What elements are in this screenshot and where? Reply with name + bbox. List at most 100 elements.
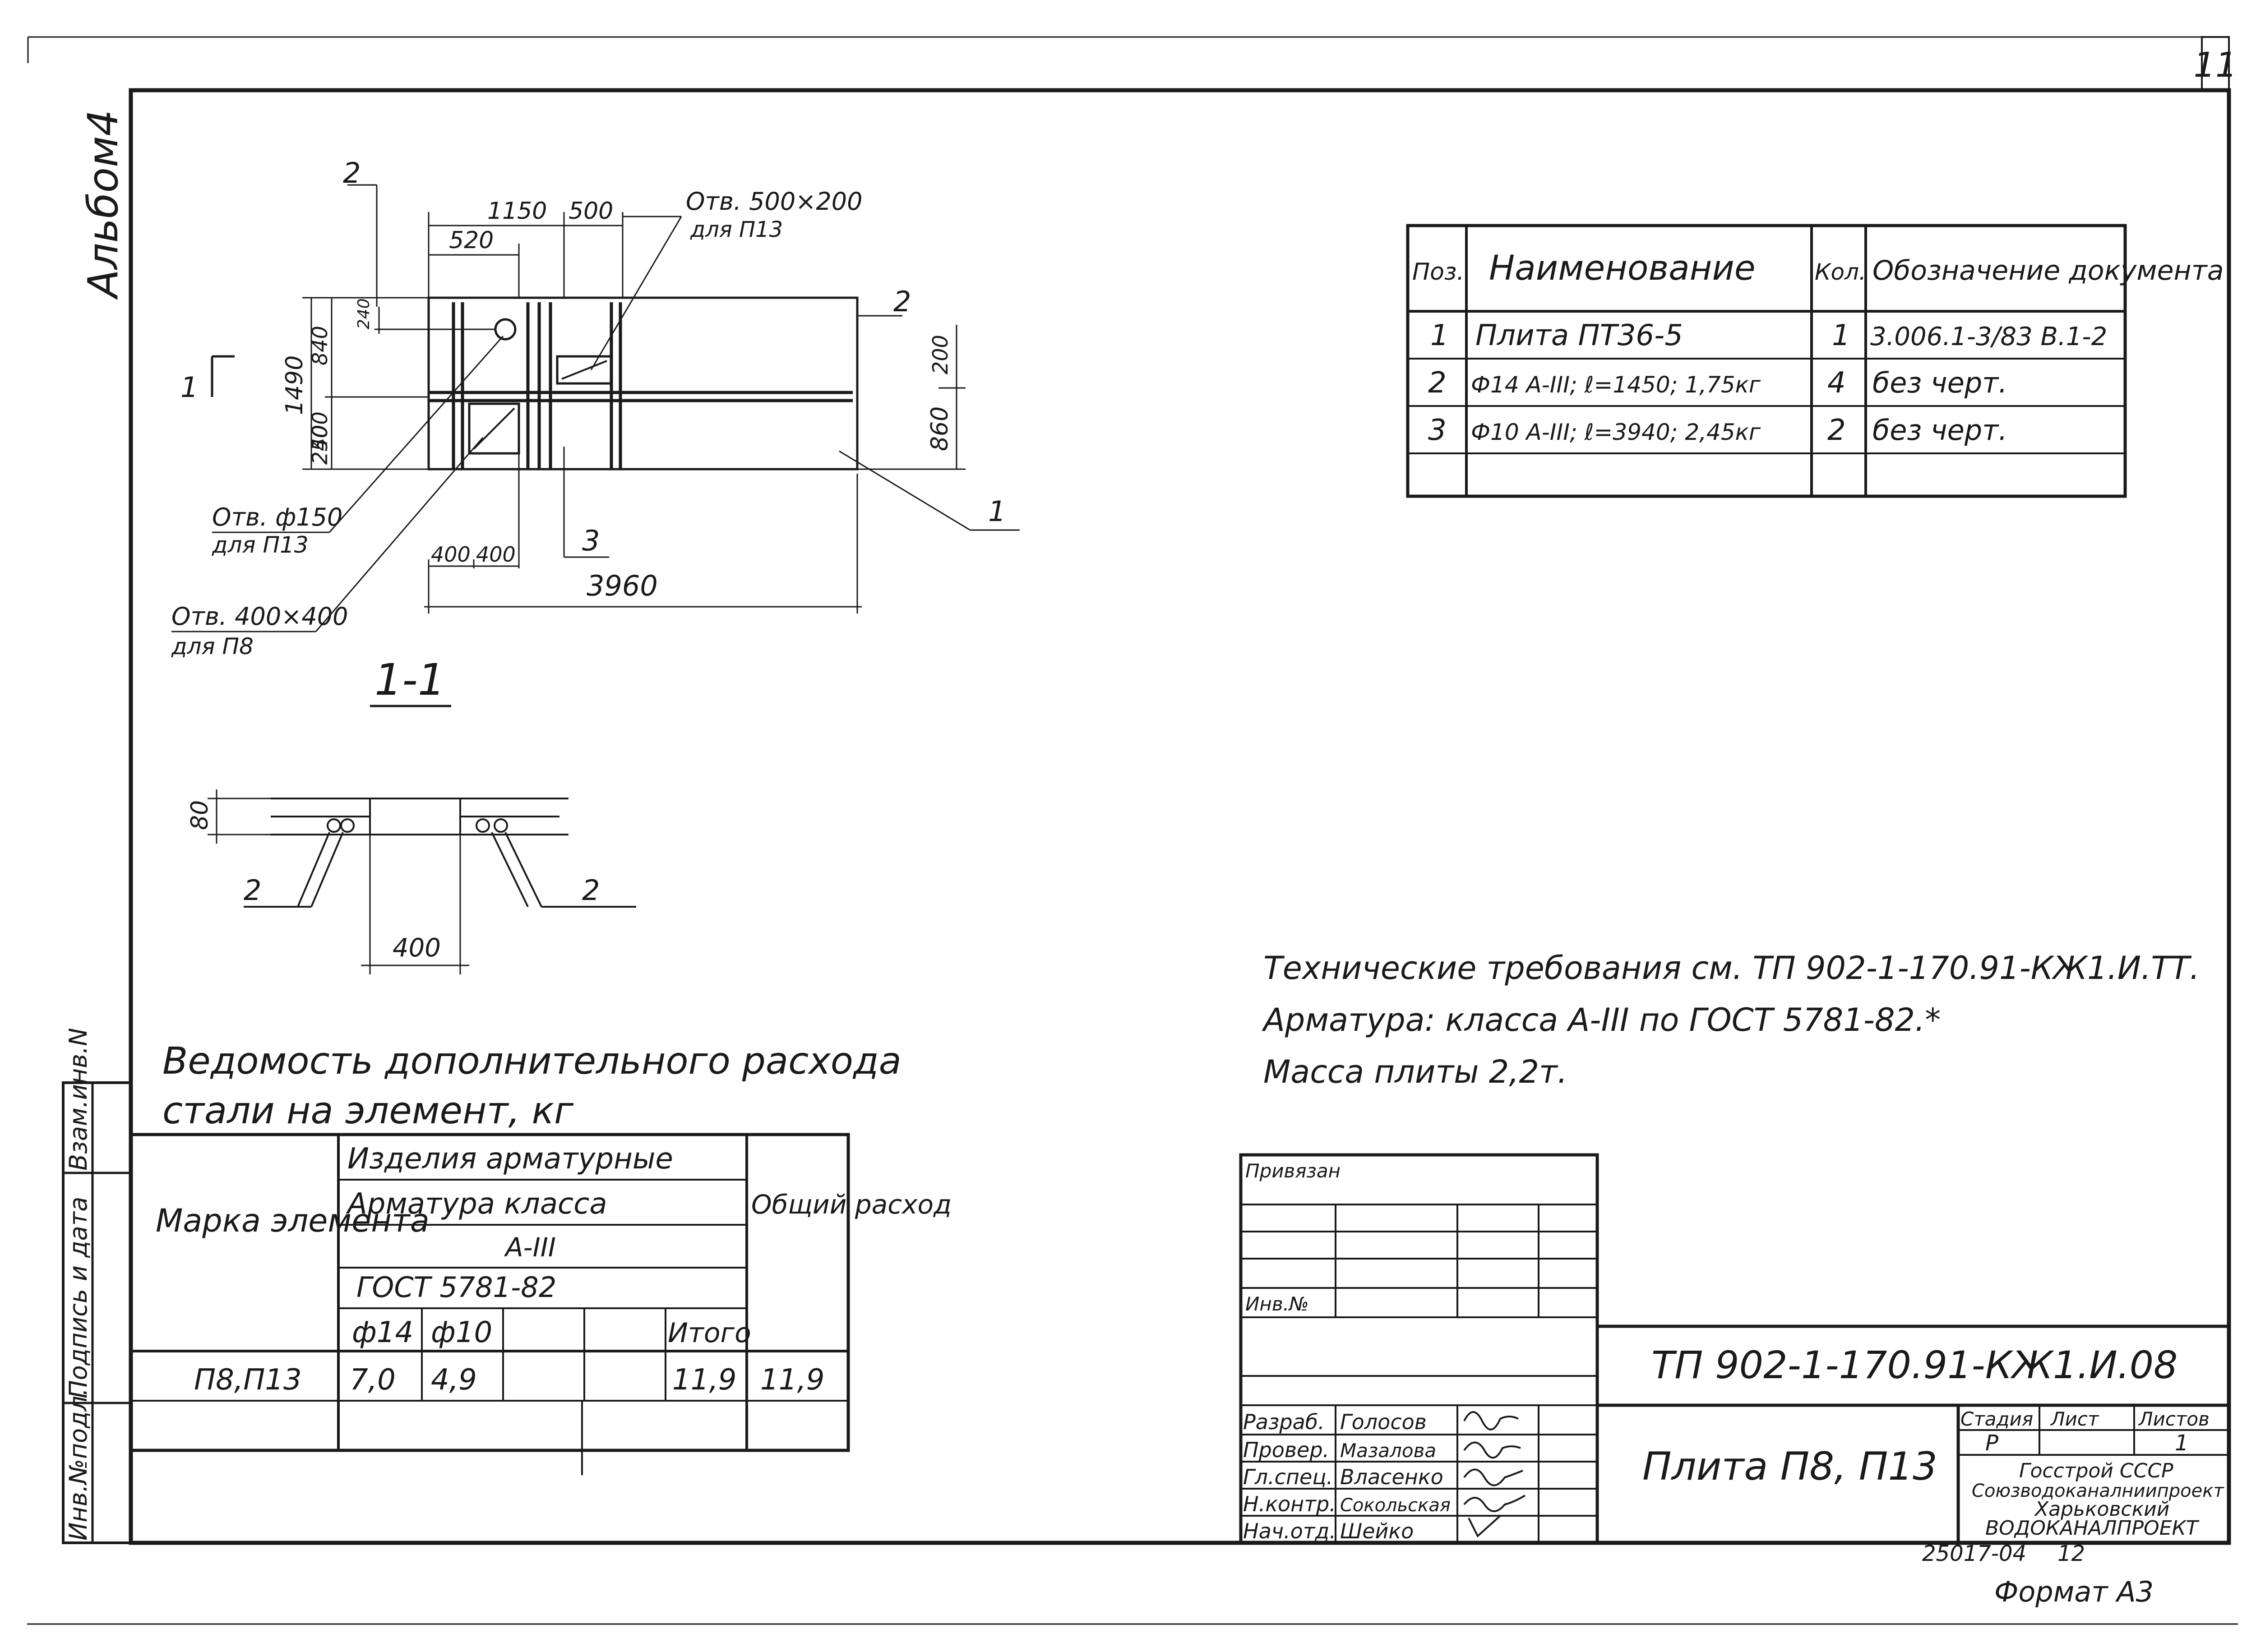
tb-format: Формат А3 [1994, 1575, 2154, 1608]
album-label: Альбом4 [79, 110, 127, 300]
sheet-frame [27, 36, 2238, 1625]
opening-d150 [494, 318, 517, 341]
side-stamp-inv: Инв.№подл. [64, 1388, 92, 1541]
spec-row2-name: Ф14 А-III; ℓ=1450; 1,75кг [1471, 372, 1761, 398]
spec-row2-doc: без черт. [1872, 366, 2007, 399]
dim-500: 500 [569, 198, 613, 225]
spec-row1-pos: 1 [1430, 319, 1449, 352]
spec-header-pos: Поз. [1412, 258, 1464, 286]
tb-sheet-header: Лист [2050, 1408, 2099, 1430]
tb-doc-code: ТП 902-1-170.91-КЖ1.И.08 [1651, 1343, 2177, 1387]
callout-opening-d150: Отв. ф150 [212, 503, 342, 531]
position-2-top: 2 [343, 157, 361, 189]
tb-role-4: Н.контр. [1243, 1492, 1336, 1516]
tb-name-4: Сокольская [1340, 1495, 1451, 1516]
tb-role-3: Гл.спец. [1243, 1465, 1333, 1489]
tb-sheets-header: Листов [2138, 1408, 2210, 1430]
tb-org-3: Харьковский [2034, 1498, 2169, 1521]
tb-name-3: Власенко [1340, 1465, 1443, 1489]
dim-400-section: 400 [393, 933, 441, 963]
tb-order-number: 25017-04 [1922, 1541, 2026, 1566]
dim-240: 240 [355, 298, 373, 329]
plan-drawing [427, 296, 859, 471]
callout-for-p13-top: для П13 [690, 217, 783, 242]
note-rebar-class: Арматура: класса А-III по ГОСТ 5781-82.* [1262, 1001, 1941, 1038]
spec-row3-qty: 2 [1827, 414, 1846, 447]
tb-signature-marks [1463, 1411, 1526, 1538]
position-2-right: 2 [893, 285, 911, 318]
sheet-number: 11 [2194, 45, 2238, 85]
dim-1150: 1150 [487, 198, 547, 225]
section-title: 1-1 [374, 655, 445, 705]
steel-sub-d14: ф14 [352, 1316, 413, 1349]
section-position-2-left: 2 [244, 874, 261, 907]
dim-520: 520 [449, 227, 494, 254]
steel-row-subtotal: 11,9 [672, 1363, 737, 1397]
steel-rebar-header: Арматура класса [346, 1187, 607, 1221]
dim-400: 400 [308, 411, 332, 451]
spec-row1-name: Плита ПТ36-5 [1475, 319, 1683, 352]
spec-row2-pos: 2 [1428, 366, 1447, 400]
tb-role-2: Провер. [1243, 1438, 1329, 1462]
tb-role-1: Разраб. [1243, 1410, 1325, 1434]
dim-250: 250 [308, 425, 332, 465]
tb-org-1: Госстрой СССР [2019, 1459, 2173, 1482]
position-3: 3 [582, 524, 600, 557]
side-stamp-replace: Взам.инв.N [64, 1028, 92, 1171]
note-slab-mass: Масса плиты 2,2т. [1263, 1053, 1567, 1090]
opening-400x400 [468, 402, 520, 455]
dim-3960: 3960 [587, 569, 658, 602]
dim-860: 860 [926, 406, 953, 451]
spec-header-name: Наименование [1489, 248, 1756, 288]
spec-row3-name: Ф10 А-III; ℓ=3940; 2,45кг [1471, 419, 1761, 445]
tb-sheets: 1 [2175, 1431, 2189, 1456]
tb-inv: Инв.№ [1245, 1293, 1309, 1315]
steel-row-total: 11,9 [760, 1363, 825, 1397]
spec-table [1406, 224, 2127, 498]
section-position-2-right: 2 [582, 874, 600, 907]
dim-400-c: 400 [476, 542, 516, 567]
spec-row1-doc: 3.006.1-3/83 В.1-2 [1870, 322, 2107, 351]
tb-name-5: Шейко [1340, 1519, 1414, 1543]
note-technical-requirements: Технические требования см. ТП 902-1-170.… [1263, 950, 2200, 987]
steel-row-d10: 4,9 [431, 1363, 477, 1397]
title-block [1239, 1153, 2229, 1545]
callout-opening-400x400: Отв. 400×400 [171, 602, 348, 631]
spec-row3-doc: без черт. [1872, 414, 2007, 447]
plan-dimensions [171, 184, 1020, 632]
steel-gost-header: ГОСТ 5781-82 [356, 1271, 556, 1304]
tb-stage-header: Стадия [1960, 1408, 2033, 1430]
callout-opening-500x200: Отв. 500×200 [686, 187, 863, 216]
tb-stage: Р [1985, 1431, 1998, 1456]
section-mark: 1 [180, 371, 198, 404]
steel-row-d14: 7,0 [350, 1363, 396, 1397]
spec-row1-qty: 1 [1832, 319, 1850, 352]
spec-row2-qty: 4 [1827, 366, 1846, 400]
dim-400-b: 400 [431, 542, 471, 567]
tb-name-2: Мазалова [1340, 1440, 1436, 1462]
callout-for-p13-left: для П13 [212, 532, 309, 558]
position-1: 1 [988, 495, 1006, 528]
dim-200: 200 [928, 335, 952, 374]
tb-title: Плита П8, П13 [1642, 1444, 1937, 1489]
tb-org-2: Союзводоканалниипроект [1972, 1481, 2224, 1501]
spec-row3-pos: 3 [1428, 414, 1447, 447]
opening-500x200 [556, 355, 613, 385]
steel-row-mark: П8,П13 [194, 1363, 302, 1397]
steel-total-header: Общий расход [751, 1189, 952, 1220]
dim-1490: 1490 [281, 355, 308, 415]
tb-org-4: ВОДОКАНАЛПРОЕКТ [1985, 1517, 2200, 1540]
steel-sub-d10: ф10 [431, 1316, 492, 1349]
dim-840: 840 [308, 326, 332, 365]
tb-name-1: Голосов [1340, 1410, 1427, 1434]
spec-header-doc: Обозначение документа [1872, 255, 2224, 286]
steel-sub-subtotal: Итого [668, 1317, 751, 1349]
spec-header-qty: Кол. [1815, 259, 1866, 285]
section-drawing [208, 789, 636, 974]
steel-table [129, 1133, 850, 1475]
tb-tied: Привязан [1245, 1160, 1341, 1182]
tb-order-page: 12 [2057, 1541, 2085, 1566]
steel-table-title-1: Ведомость дополнительного расхода [162, 1040, 901, 1083]
steel-class-header: А-III [504, 1232, 556, 1263]
